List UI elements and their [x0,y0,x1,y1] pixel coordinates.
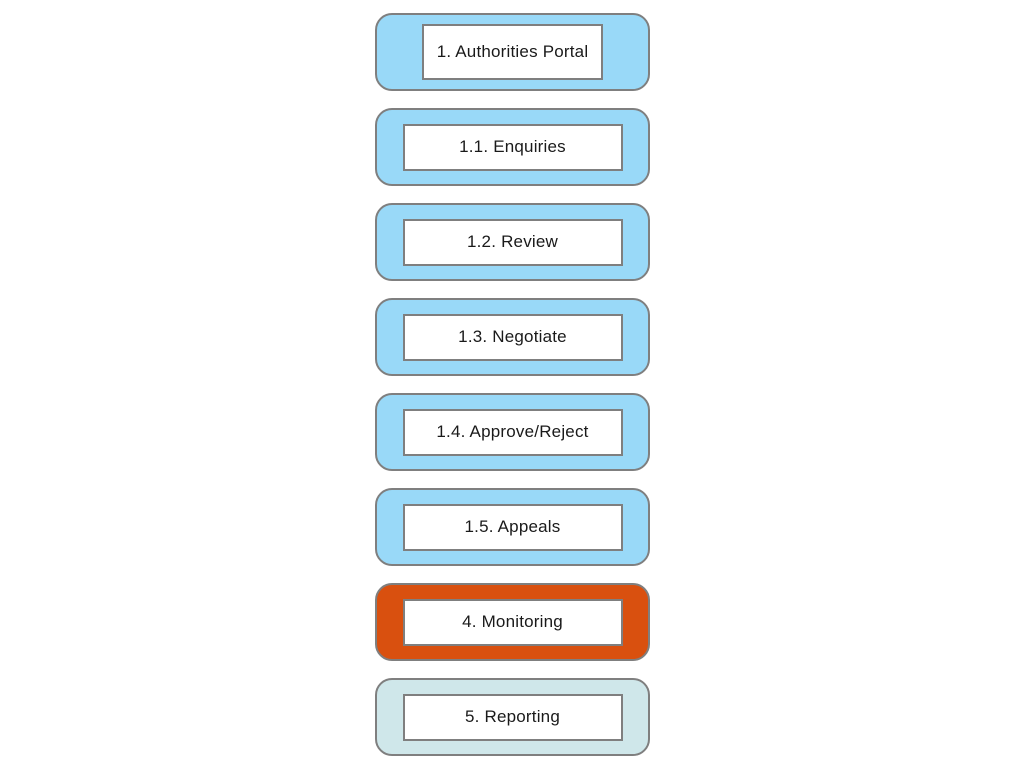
step-label: 1.4. Approve/Reject [436,422,589,441]
step-label: 1. Authorities Portal [436,42,589,61]
step-label: 1.2. Review [466,232,559,251]
step-appeals: 1.5. Appeals [375,488,650,566]
step-review: 1.2. Review [375,203,650,281]
step-label-box: 1. Authorities Portal [422,24,603,80]
step-label-box: 4. Monitoring [402,598,623,646]
step-label: 1.3. Negotiate [458,327,567,346]
step-enquiries: 1.1. Enquiries [375,108,650,186]
step-label-box: 1.4. Approve/Reject [402,408,623,456]
step-reporting: 5. Reporting [375,678,650,756]
step-label-box: 1.5. Appeals [402,503,623,551]
step-approve-reject: 1.4. Approve/Reject [375,393,650,471]
step-label-box: 1.2. Review [402,218,623,266]
step-label: 5. Reporting [464,707,560,726]
step-label-box: 1.3. Negotiate [402,313,623,361]
step-label: 1.5. Appeals [464,517,561,536]
step-label: 4. Monitoring [462,612,563,631]
step-label-box: 5. Reporting [402,693,623,741]
step-monitoring: 4. Monitoring [375,583,650,661]
step-label-box: 1.1. Enquiries [402,123,623,171]
step-negotiate: 1.3. Negotiate [375,298,650,376]
flow-diagram: 1. Authorities Portal 1.1. Enquiries 1.2… [375,13,650,756]
step-authorities-portal: 1. Authorities Portal [375,13,650,91]
step-label: 1.1. Enquiries [459,137,566,156]
